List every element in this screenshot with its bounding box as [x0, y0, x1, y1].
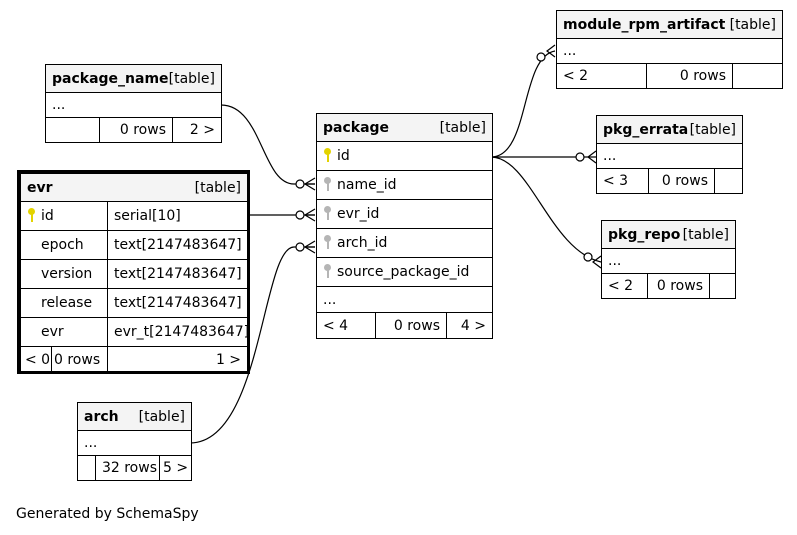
parents-count [45, 117, 100, 143]
column-row[interactable]: name_id [316, 170, 493, 200]
table-kind: [table] [168, 70, 216, 87]
edge-arch-to-package [189, 246, 315, 444]
column-name: source_package_id [337, 264, 470, 280]
table-pkg-errata[interactable]: pkg_errata [table] ... < 3 0 rows [595, 115, 744, 194]
column-name: id [337, 148, 350, 164]
parents-count: < 0 [20, 346, 52, 373]
column-row[interactable]: id [20, 201, 108, 231]
table-header: package [table] [316, 113, 493, 142]
table-header: arch [table] [76, 402, 193, 431]
table-package[interactable]: package [table] id name_id evr_id arch_i… [316, 113, 493, 339]
edge-package-name-to-package [220, 104, 315, 185]
table-name: package [323, 119, 390, 136]
children-count [732, 63, 783, 89]
table-module-rpm-artifact[interactable]: module_rpm_artifact [table] ... < 2 0 ro… [556, 10, 783, 89]
column-ellipsis: ... [44, 92, 223, 118]
column-ellipsis: ... [556, 38, 783, 64]
table-header: evr [table] [19, 173, 249, 202]
table-pkg-repo[interactable]: pkg_repo [table] ... < 2 0 rows [600, 220, 737, 299]
column-ellipsis: ... [600, 248, 737, 274]
table-name: evr [27, 179, 53, 196]
row-count: 0 rows [375, 312, 447, 339]
table-header: module_rpm_artifact [table] [556, 10, 783, 39]
column-name: id [41, 208, 54, 224]
table-evr[interactable]: evr [table] id serial[10] epoch text[214… [17, 170, 250, 374]
column-row[interactable]: source_package_id [316, 257, 493, 287]
table-name: pkg_repo [608, 226, 681, 243]
column-name: release [41, 295, 93, 311]
column-name: evr_id [337, 206, 380, 222]
column-name: version [41, 266, 93, 282]
children-count [713, 168, 744, 194]
table-name: module_rpm_artifact [563, 16, 726, 33]
column-ellipsis: ... [76, 430, 193, 456]
row-count: 0 rows [51, 346, 108, 373]
table-kind: [table] [729, 16, 776, 33]
table-name: arch [84, 408, 119, 425]
column-type: text[2147483647] [106, 230, 249, 260]
footer-generated-by: Generated by SchemaSpy [16, 506, 199, 522]
column-spacer [27, 324, 37, 338]
parents-count [77, 455, 96, 481]
children-count: 2 > [171, 117, 223, 143]
children-count: 5 > [158, 455, 193, 481]
row-count: 0 rows [646, 63, 733, 89]
edge-package-to-pkg-repo [490, 156, 602, 263]
table-name: pkg_errata [603, 121, 689, 138]
table-header: pkg_errata [table] [595, 115, 744, 144]
column-spacer [27, 295, 37, 309]
column-row[interactable]: arch_id [316, 228, 493, 258]
column-spacer [27, 266, 37, 280]
column-type: text[2147483647] [106, 288, 249, 318]
table-kind: [table] [689, 121, 737, 138]
column-row[interactable]: evr [20, 317, 108, 347]
table-header: package_name [table] [44, 64, 223, 93]
column-row[interactable]: release [20, 288, 108, 318]
column-type: serial[10] [106, 201, 249, 231]
foreign-key-icon [323, 235, 333, 249]
column-name: epoch [41, 237, 84, 253]
column-name: evr [41, 324, 64, 340]
column-name: name_id [337, 177, 397, 193]
edge-package-to-module-rpm-artifact [490, 50, 556, 158]
column-row[interactable]: epoch [20, 230, 108, 260]
foreign-key-icon [323, 206, 333, 220]
children-count: 1 > [106, 346, 249, 373]
children-count [708, 273, 737, 299]
parents-count: < 3 [596, 168, 649, 194]
table-kind: [table] [138, 408, 186, 425]
children-count: 4 > [446, 312, 493, 339]
column-ellipsis: ... [316, 286, 493, 313]
row-count: 0 rows [99, 117, 173, 143]
table-kind: [table] [194, 179, 242, 196]
column-type: evr_t[2147483647] [106, 317, 249, 347]
table-name: package_name [52, 70, 169, 87]
parents-count: < 2 [556, 63, 647, 89]
column-row[interactable]: version [20, 259, 108, 289]
foreign-key-icon [323, 264, 333, 278]
row-count: 0 rows [648, 168, 715, 194]
column-ellipsis: ... [595, 143, 744, 169]
table-header: pkg_repo [table] [600, 220, 737, 249]
primary-key-icon [27, 208, 37, 222]
parents-count: < 2 [601, 273, 648, 299]
column-name: arch_id [337, 235, 388, 251]
table-arch[interactable]: arch [table] ... 32 rows 5 > [76, 402, 193, 481]
foreign-key-icon [323, 177, 333, 191]
parents-count: < 4 [316, 312, 376, 339]
primary-key-icon [323, 148, 333, 162]
row-count: 0 rows [647, 273, 710, 299]
table-package-name[interactable]: package_name [table] ... 0 rows 2 > [44, 64, 223, 143]
row-count: 32 rows [95, 455, 160, 481]
column-spacer [27, 237, 37, 251]
column-row[interactable]: id [316, 141, 493, 171]
column-row[interactable]: evr_id [316, 199, 493, 229]
table-kind: [table] [439, 119, 486, 136]
column-type: text[2147483647] [106, 259, 249, 289]
table-kind: [table] [682, 226, 730, 243]
